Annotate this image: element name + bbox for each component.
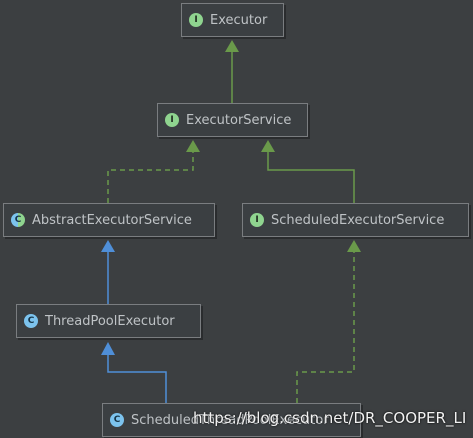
edge-scheduledthreadpoolexecutor-to-threadpoolexecutor	[101, 342, 167, 403]
node-executorservice[interactable]: I ExecutorService	[157, 103, 308, 137]
node-label: ScheduledExecutorService	[271, 212, 445, 228]
node-label: ExecutorService	[186, 112, 292, 128]
node-threadpoolexecutor[interactable]: C ThreadPoolExecutor	[16, 304, 201, 338]
node-label: AbstractExecutorService	[32, 212, 192, 228]
watermark-text: https://blog.csdn.net/DR_COOPER_LI	[193, 409, 467, 427]
interface-icon: I	[250, 213, 264, 227]
node-label: Executor	[210, 12, 268, 28]
node-label: ScheduledThreadPoolExecutor	[131, 412, 329, 428]
edge-threadpoolexecutor-to-abstractexecutorservice	[101, 240, 115, 304]
abstract-class-icon: C	[11, 213, 25, 227]
node-scheduledexecutorservice[interactable]: I ScheduledExecutorService	[242, 203, 469, 237]
node-abstractexecutorservice[interactable]: C AbstractExecutorService	[3, 203, 215, 237]
edge-abstractexecutorservice-to-executorservice	[107, 140, 200, 203]
edge-executorservice-to-executor	[225, 40, 239, 103]
interface-icon: I	[189, 13, 203, 27]
edge-scheduledthreadpoolexecutor-to-scheduledexecutorservice	[296, 240, 361, 403]
edge-scheduledexecutorservice-to-executorservice	[261, 140, 355, 203]
class-icon: C	[110, 413, 124, 427]
node-executor[interactable]: I Executor	[181, 3, 284, 37]
node-label: ThreadPoolExecutor	[45, 313, 175, 329]
interface-icon: I	[165, 113, 179, 127]
node-scheduledthreadpoolexecutor[interactable]: C ScheduledThreadPoolExecutor	[102, 403, 361, 437]
class-icon: C	[24, 314, 38, 328]
